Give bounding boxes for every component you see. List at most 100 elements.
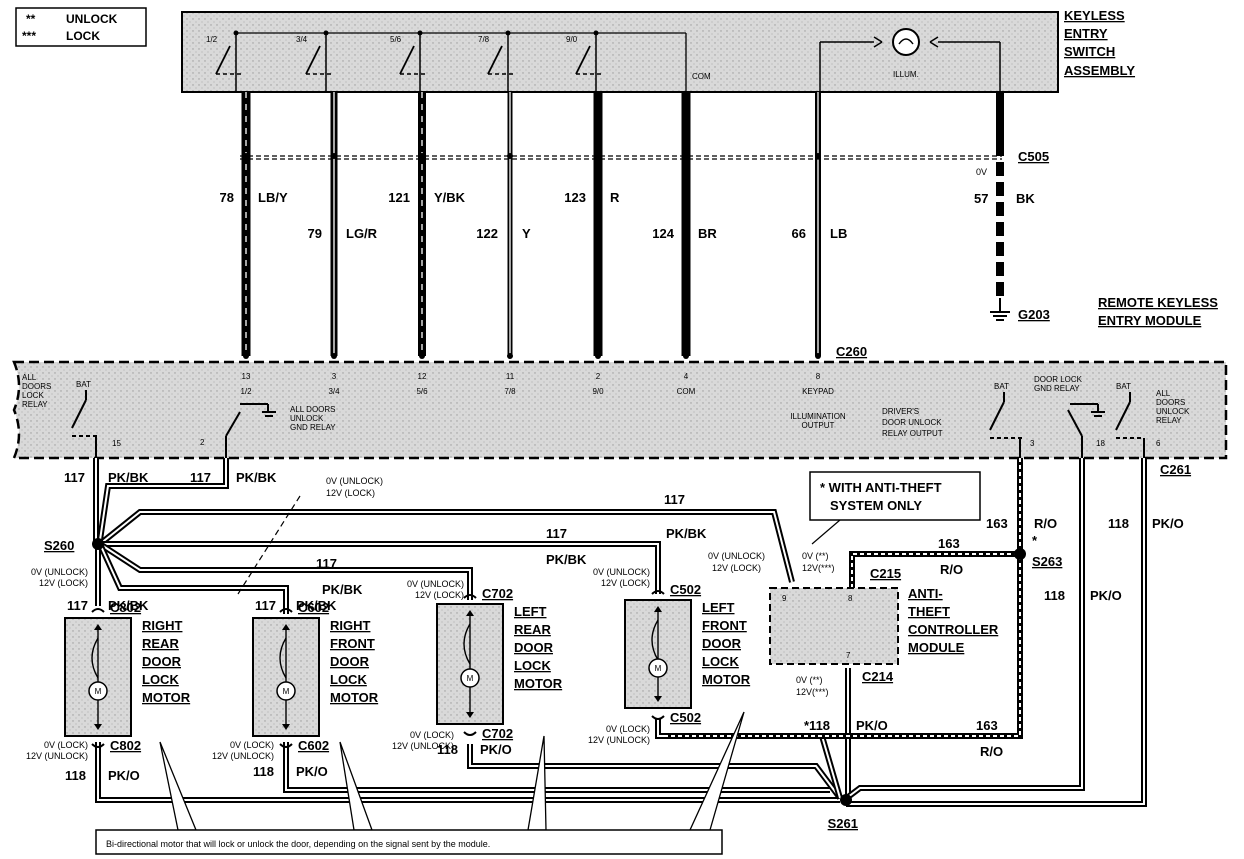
svg-text:REAR: REAR: [142, 636, 179, 651]
svg-text:C215: C215: [870, 566, 901, 581]
svg-text:12: 12: [418, 372, 427, 381]
svg-text:R/O: R/O: [940, 562, 963, 577]
svg-text:DOOR: DOOR: [330, 654, 370, 669]
svg-text:***: ***: [22, 29, 36, 43]
svg-text:RIGHT: RIGHT: [330, 618, 371, 633]
svg-text:12V(***): 12V(***): [802, 563, 835, 573]
motor-icon: M: [88, 681, 108, 701]
svg-text:117: 117: [67, 598, 88, 613]
svg-text:UNLOCK: UNLOCK: [1156, 407, 1190, 416]
svg-text:CONTROLLER: CONTROLLER: [908, 622, 999, 637]
svg-text:KEYPAD: KEYPAD: [802, 387, 834, 396]
svg-text:163: 163: [976, 718, 998, 733]
svg-text:PK/BK: PK/BK: [666, 526, 707, 541]
svg-text:122: 122: [476, 226, 498, 241]
svg-text:LB/Y: LB/Y: [258, 190, 288, 205]
svg-text:PK/BK: PK/BK: [236, 470, 277, 485]
svg-text:4: 4: [684, 372, 689, 381]
svg-text:0V (**): 0V (**): [802, 551, 829, 561]
svg-text:C702: C702: [482, 726, 513, 741]
anti-theft-controller-module: 9 8 7 ANTI- THEFT CONTROLLER MODULE: [769, 586, 999, 665]
motor-icon: M: [460, 668, 480, 688]
svg-text:LEFT: LEFT: [702, 600, 735, 615]
svg-text:GND RELAY: GND RELAY: [290, 423, 336, 432]
svg-text:PK/BK: PK/BK: [322, 582, 363, 597]
svg-text:R/O: R/O: [1034, 516, 1057, 531]
svg-text:MOTOR: MOTOR: [330, 690, 379, 705]
svg-text:57: 57: [974, 191, 988, 206]
svg-text:12V (UNLOCK): 12V (UNLOCK): [212, 751, 274, 761]
contact-label: 9/0: [566, 35, 578, 44]
svg-text:M: M: [655, 664, 662, 673]
svg-text:S261: S261: [828, 816, 858, 831]
svg-text:SWITCH: SWITCH: [1064, 44, 1115, 59]
svg-text:0V (UNLOCK): 0V (UNLOCK): [326, 476, 383, 486]
svg-text:7: 7: [846, 651, 851, 660]
svg-text:LOCK: LOCK: [142, 672, 179, 687]
svg-text:C502: C502: [670, 710, 701, 725]
svg-text:3: 3: [1030, 439, 1035, 448]
svg-text:MOTOR: MOTOR: [142, 690, 191, 705]
svg-text:M: M: [95, 687, 102, 696]
svg-text:RELAY: RELAY: [1156, 416, 1182, 425]
all-doors-unlock-gnd-relay: 2 ALL DOORS UNLOCK GND RELAY: [200, 403, 336, 458]
drivers-door-unlock-relay: DRIVER'S DOOR UNLOCK RELAY OUTPUT BAT 3: [882, 382, 1035, 458]
splice-s263: [1014, 548, 1026, 560]
svg-text:PK/BK: PK/BK: [546, 552, 587, 567]
svg-text:PK/O: PK/O: [296, 764, 328, 779]
svg-text:R: R: [610, 190, 620, 205]
svg-text:0V: 0V: [976, 167, 987, 177]
svg-text:C802: C802: [110, 738, 141, 753]
svg-text:RELAY: RELAY: [22, 400, 48, 409]
svg-text:0V (**): 0V (**): [796, 675, 823, 685]
svg-text:79: 79: [308, 226, 322, 241]
svg-text:M: M: [283, 687, 290, 696]
svg-text:18: 18: [1096, 439, 1105, 448]
svg-text:BR: BR: [698, 226, 717, 241]
svg-text:12V (UNLOCK): 12V (UNLOCK): [26, 751, 88, 761]
svg-text:163: 163: [938, 536, 960, 551]
svg-text:ENTRY: ENTRY: [1064, 26, 1108, 41]
keyless-switch-title: KEYLESS ENTRY SWITCH ASSEMBLY: [1064, 8, 1135, 78]
svg-text:ILLUMINATION: ILLUMINATION: [790, 412, 846, 421]
lower-wiring: [93, 458, 1147, 807]
rke-module: C260 131/233/4125/6117/829/04COM8KEYPAD …: [12, 344, 1228, 477]
svg-text:SYSTEM ONLY: SYSTEM ONLY: [830, 498, 922, 513]
svg-text:118: 118: [437, 742, 458, 757]
svg-text:12V (LOCK): 12V (LOCK): [601, 578, 650, 588]
svg-text:FRONT: FRONT: [330, 636, 375, 651]
svg-text:G203: G203: [1018, 307, 1050, 322]
svg-text:7/8: 7/8: [504, 387, 516, 396]
svg-text:C602: C602: [298, 738, 329, 753]
svg-text:UNLOCK: UNLOCK: [66, 12, 118, 26]
svg-text:* WITH ANTI-THEFT: * WITH ANTI-THEFT: [820, 480, 942, 495]
svg-text:DOORS: DOORS: [22, 382, 51, 391]
svg-text:C802: C802: [110, 600, 141, 615]
splice-s261: [840, 794, 852, 806]
svg-text:12V(***): 12V(***): [796, 687, 829, 697]
svg-text:DOOR: DOOR: [702, 636, 742, 651]
svg-text:117: 117: [664, 492, 685, 507]
svg-text:LOCK: LOCK: [702, 654, 739, 669]
svg-text:5/6: 5/6: [416, 387, 428, 396]
svg-text:S263: S263: [1032, 554, 1062, 569]
svg-text:124: 124: [652, 226, 674, 241]
svg-text:9: 9: [782, 594, 787, 603]
c260-label: C260: [836, 344, 867, 359]
svg-text:BAT: BAT: [76, 380, 91, 389]
svg-text:PK/O: PK/O: [108, 768, 140, 783]
svg-text:LB: LB: [830, 226, 847, 241]
lower-labels: 117 PK/BK 117 PK/BK 0V (UNLOCK) 12V (LOC…: [44, 470, 1184, 759]
switch-contact: 3/4: [296, 30, 334, 92]
svg-text:PK/O: PK/O: [480, 742, 512, 757]
svg-text:C602: C602: [298, 600, 329, 615]
svg-text:8: 8: [816, 372, 821, 381]
